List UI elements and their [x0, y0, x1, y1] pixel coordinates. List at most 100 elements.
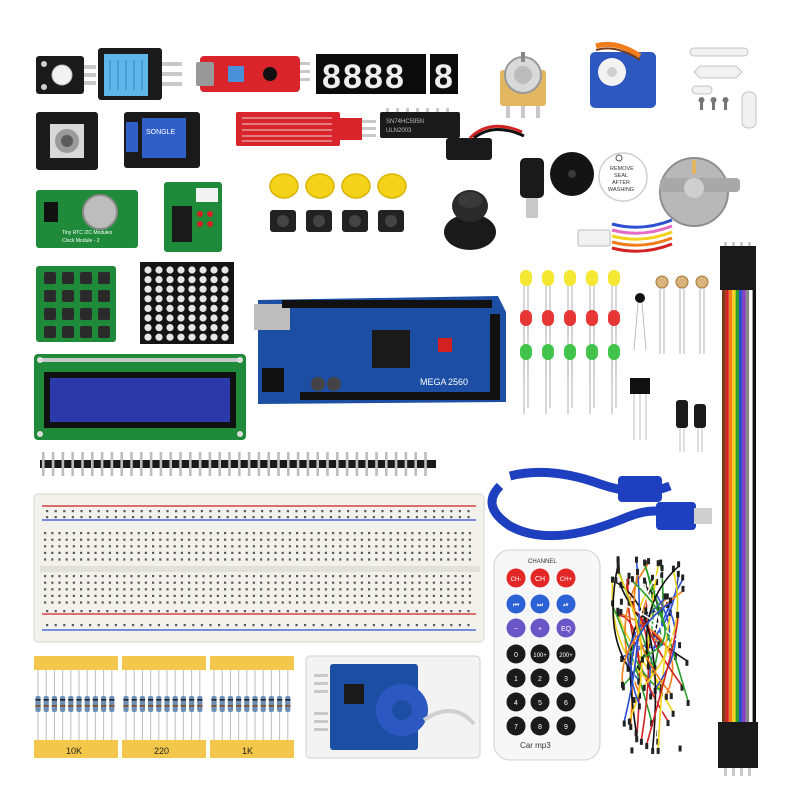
resistor-body	[164, 696, 170, 712]
breadboard-hole	[243, 610, 246, 613]
breadboard-hole	[468, 551, 471, 554]
breadboard-hole	[447, 581, 450, 584]
breadboard-hole	[216, 588, 219, 591]
breadboard-hole	[245, 538, 248, 541]
breadboard-hole	[310, 575, 313, 578]
breadboard-hole	[281, 545, 284, 548]
breadboard-hole	[288, 601, 291, 604]
breadboard-hole	[286, 510, 289, 513]
ribbon-wire	[735, 290, 739, 722]
resistor-band	[76, 699, 82, 701]
breadboard-hole	[260, 551, 263, 554]
breadboard-hole	[123, 588, 126, 591]
breadboard-hole	[97, 510, 100, 513]
breadboard-hole	[303, 581, 306, 584]
breadboard-hole	[433, 516, 436, 519]
header-pin	[218, 452, 221, 476]
breadboard-hole	[288, 532, 291, 535]
remote-button-label: 6	[564, 700, 568, 707]
breadboard-hole	[411, 558, 414, 561]
breadboard-hole	[175, 510, 178, 513]
breadboard-hole	[295, 516, 298, 519]
led	[608, 310, 620, 326]
breadboard-hole	[296, 594, 299, 597]
breadboard-hole	[245, 532, 248, 535]
breadboard-hole	[173, 538, 176, 541]
breadboard-hole	[303, 545, 306, 548]
jumper-tip	[651, 747, 655, 754]
breadboard-hole	[317, 581, 320, 584]
jumper-wire	[657, 614, 672, 749]
breadboard-hole	[166, 610, 169, 613]
breadboard-hole	[440, 581, 443, 584]
breadboard-hole	[106, 516, 109, 519]
breadboard-hole	[404, 581, 407, 584]
breadboard-hole	[317, 588, 320, 591]
ic-chip-label-2: ULN2003	[386, 128, 412, 134]
breadboard-hole	[312, 510, 315, 513]
breadboard-hole	[231, 545, 234, 548]
resistor-band	[35, 705, 41, 707]
resistor-band	[60, 705, 66, 707]
breadboard-hole	[195, 551, 198, 554]
breadboard-hole	[226, 516, 229, 519]
breadboard-hole	[353, 532, 356, 535]
breadboard-hole	[252, 588, 255, 591]
remote-button	[530, 644, 550, 664]
breadboard-hole	[381, 516, 384, 519]
tilt-switches	[676, 400, 706, 452]
breadboard-hole	[389, 532, 392, 535]
breadboard-hole	[65, 588, 68, 591]
breadboard-hole	[425, 581, 428, 584]
remote-button-label: 200+	[559, 653, 573, 659]
breadboard-hole	[347, 610, 350, 613]
breadboard-hole	[94, 538, 97, 541]
resistor-band	[211, 705, 217, 707]
breadboard-hole	[447, 558, 450, 561]
breadboard-hole	[195, 575, 198, 578]
jumper-tip	[642, 684, 646, 691]
breadboard-hole	[310, 588, 313, 591]
matrix-dot	[155, 285, 163, 293]
header-pin	[257, 452, 261, 476]
breadboard-hole	[51, 551, 54, 554]
segment-digit: 8	[343, 58, 362, 96]
breadboard-hole	[101, 601, 104, 604]
breadboard	[33, 493, 485, 643]
breadboard-hole	[425, 558, 428, 561]
sticker-line: WASHING	[608, 187, 634, 193]
potentiometer	[500, 52, 546, 118]
resistor-body	[277, 696, 283, 712]
breadboard-hole	[231, 588, 234, 591]
breadboard-hole	[149, 510, 152, 513]
breadboard-hole	[132, 610, 135, 613]
breadboard-hole	[281, 575, 284, 578]
breadboard-hole	[152, 594, 155, 597]
breadboard-hole	[347, 516, 350, 519]
resistor-band	[236, 699, 242, 701]
breadboard-hole	[123, 538, 126, 541]
breadboard-hole	[281, 532, 284, 535]
breadboard-hole	[375, 538, 378, 541]
matrix-dot	[188, 295, 196, 303]
resistor-label-220: 220	[154, 746, 169, 756]
breadboard-hole	[238, 558, 241, 561]
matrix-dot	[210, 304, 218, 312]
breadboard-hole	[396, 545, 399, 548]
jumper-wire	[643, 570, 679, 687]
resistor-band	[60, 699, 66, 701]
breadboard-hole	[425, 588, 428, 591]
water-sensor-module	[236, 112, 376, 146]
matrix-dot	[166, 285, 174, 293]
jumper-wire	[643, 564, 689, 702]
breadboard-hole	[152, 545, 155, 548]
ribbon-wire	[739, 290, 743, 722]
breadboard-hole	[180, 588, 183, 591]
breadboard-hole	[152, 532, 155, 535]
breadboard-hole	[267, 594, 270, 597]
breadboard-hole	[281, 538, 284, 541]
breadboard-hole	[152, 601, 155, 604]
breadboard-hole	[173, 532, 176, 535]
breadboard-hole	[296, 551, 299, 554]
